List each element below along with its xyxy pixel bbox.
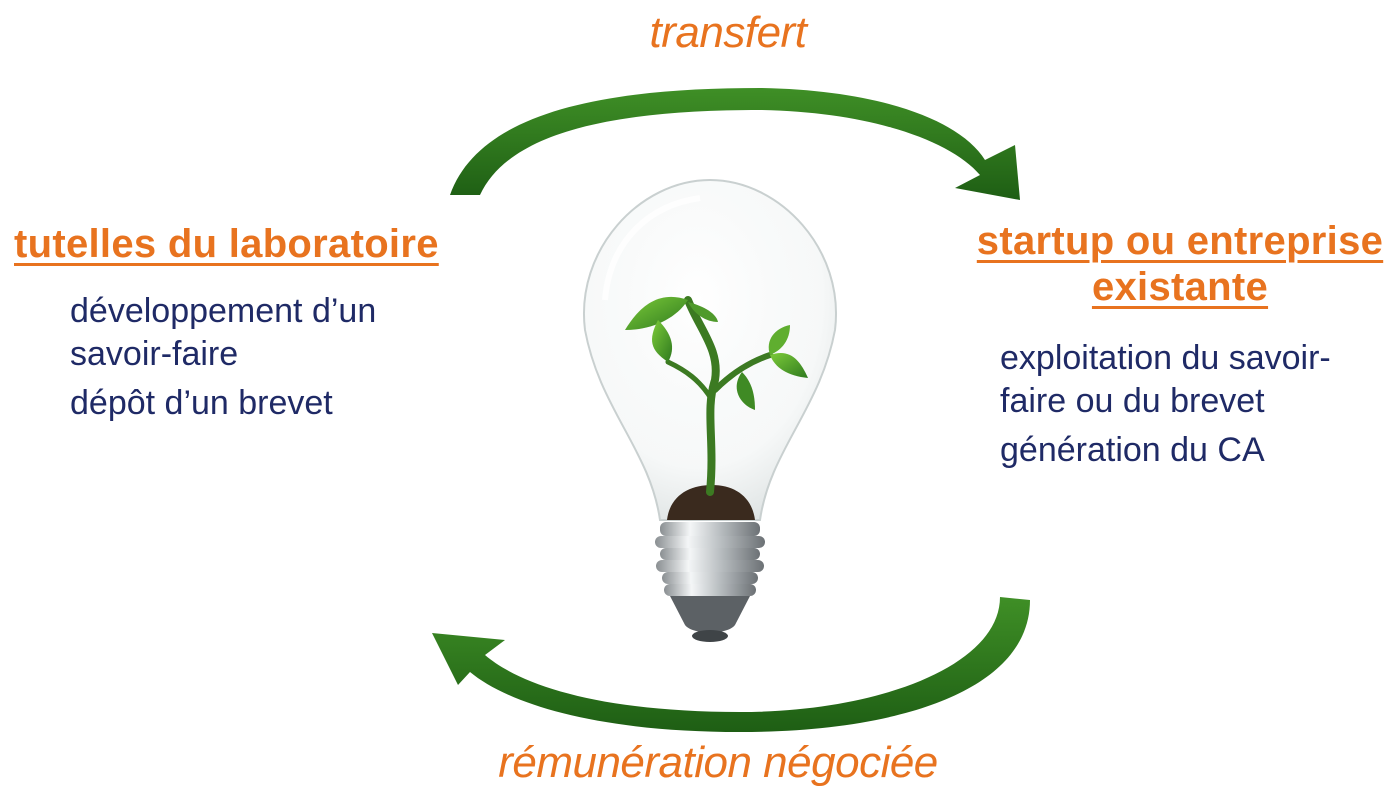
remuneration-label: rémunération négociée [498,738,938,787]
company-title: startup ou entreprise existante [965,218,1395,310]
laboratory-activity: développement d’un savoir-faire [70,292,377,373]
lightbulb-with-sprout-icon [582,178,838,642]
transfer-label: transfert [649,8,807,57]
company-activity: exploitation du savoir-faire ou du breve… [1000,339,1331,420]
company-title-line: existante [1091,265,1269,309]
transfer-arrow [450,88,1020,200]
laboratory-activity: dépôt d’un brevet [70,384,333,422]
remuneration-arrow [432,597,1030,732]
company-activity: génération du CA [1000,431,1265,469]
laboratory-activities: développement d’un savoir-faire dépôt d’… [70,290,430,431]
laboratory-title: tutelles du laboratoire [14,222,439,266]
company-title-line: startup ou entreprise [976,219,1384,263]
company-activities: exploitation du savoir-faire ou du breve… [1000,337,1380,478]
